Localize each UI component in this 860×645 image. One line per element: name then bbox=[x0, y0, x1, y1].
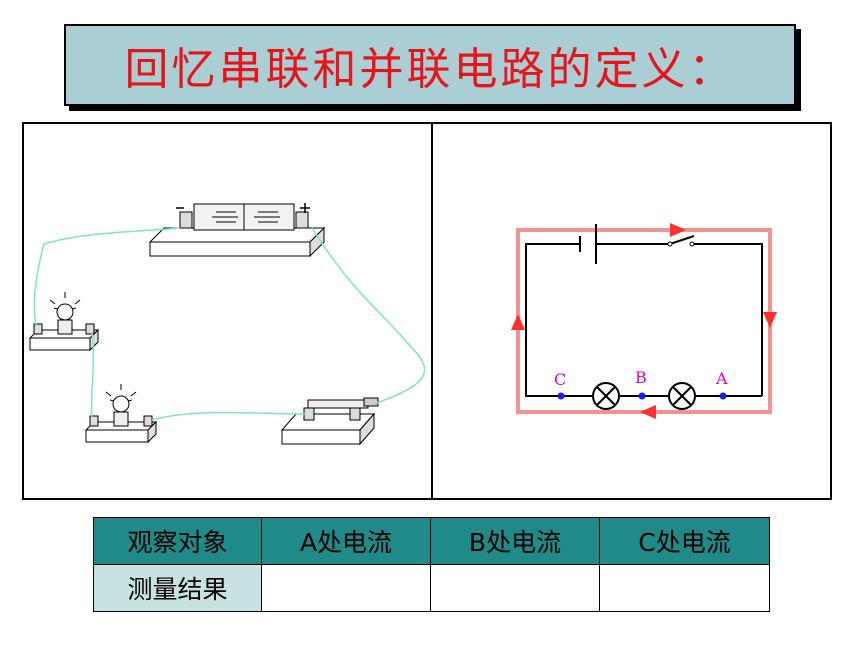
table-header-cell: C处电流 bbox=[599, 517, 770, 565]
table-header-cell: B处电流 bbox=[430, 517, 600, 565]
table-row-label: 测量结果 bbox=[93, 564, 262, 612]
schematic: C B A bbox=[511, 223, 777, 419]
wires bbox=[33, 227, 426, 421]
point-a-marker bbox=[719, 392, 727, 400]
point-c-marker bbox=[557, 392, 565, 400]
table-header-cell: A处电流 bbox=[261, 517, 431, 565]
current-arrow-right-icon bbox=[763, 312, 777, 328]
lamp-symbol-2-icon bbox=[668, 382, 696, 410]
point-a-label: A bbox=[715, 369, 728, 388]
page-title: 回忆串联和并联电路的定义： bbox=[124, 44, 736, 95]
current-arrow-top-icon bbox=[670, 223, 686, 237]
bulb-1 bbox=[28, 292, 100, 352]
bulb-2 bbox=[84, 384, 158, 444]
point-b-label: B bbox=[635, 368, 647, 387]
current-arrow-left-icon bbox=[511, 314, 525, 330]
table-cell bbox=[430, 564, 600, 612]
diagram-panel: C B A bbox=[22, 122, 832, 500]
current-arrow-bottom-icon bbox=[640, 405, 656, 419]
table-cell bbox=[599, 564, 770, 612]
table-cell bbox=[261, 564, 431, 612]
lamp-symbol-1-icon bbox=[592, 382, 620, 410]
point-c-label: C bbox=[554, 370, 566, 389]
switch bbox=[280, 397, 379, 446]
physical-circuit bbox=[28, 203, 379, 446]
point-b-marker bbox=[638, 392, 646, 400]
battery-holder bbox=[148, 203, 326, 258]
diagram-svg: C B A bbox=[28, 124, 777, 498]
table-row: 测量结果 bbox=[93, 564, 770, 612]
table-header-cell: 观察对象 bbox=[93, 517, 262, 565]
switch-symbol-icon bbox=[667, 241, 673, 247]
table-header-row: 观察对象 A处电流 B处电流 C处电流 bbox=[93, 517, 770, 565]
measurement-table: 观察对象 A处电流 B处电流 C处电流 测量结果 bbox=[93, 517, 770, 612]
title-banner: 回忆串联和并联电路的定义： bbox=[64, 24, 796, 106]
